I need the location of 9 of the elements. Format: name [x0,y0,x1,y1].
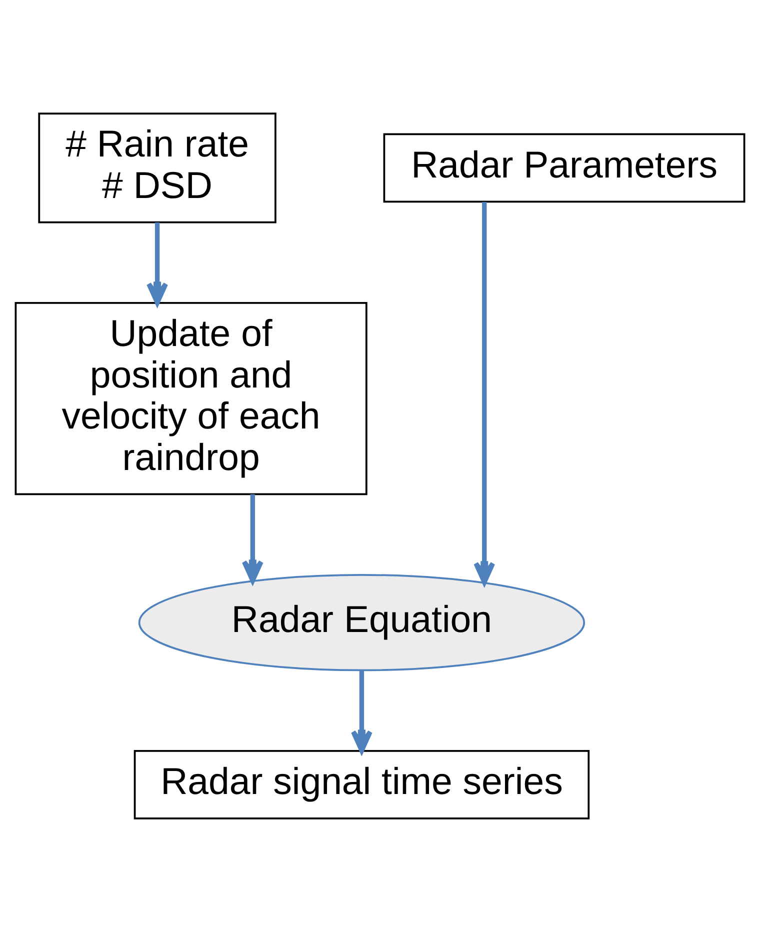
node-box: Radar Parameters [383,133,746,203]
node-box: Update of position and velocity of each raindrop [14,302,368,496]
node-ellipse: Radar Equation [138,574,586,672]
arrow [146,222,168,306]
arrow [242,494,264,584]
arrow [350,670,372,754]
node-box: Radar signal time series [134,750,590,820]
arrow [474,202,496,585]
node-box: # Rain rate # DSD [38,112,276,224]
